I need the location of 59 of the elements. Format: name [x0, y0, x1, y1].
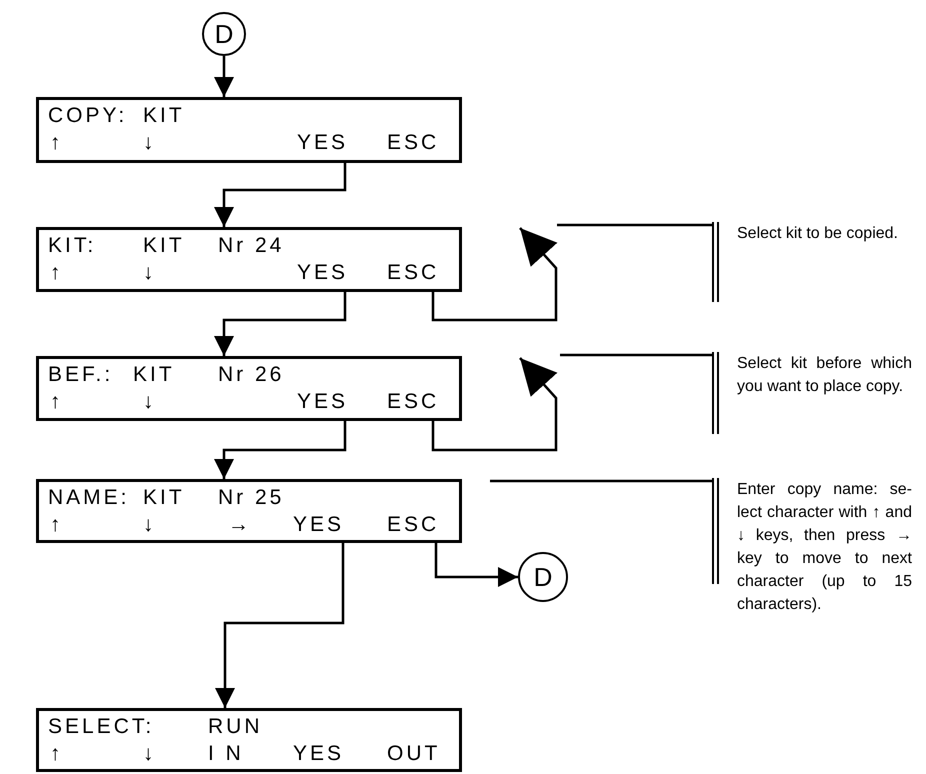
- note-text: Enter copy name: se- lect character with ↑ and ↓ keys, then press → key to move to next character (up to 15 characters).: [737, 480, 912, 615]
- display-text: RUN: [208, 715, 262, 739]
- display-text: Nr 26: [218, 363, 284, 387]
- display-text: ↑: [50, 261, 64, 285]
- display-screen-box: [36, 708, 462, 772]
- display-text: KIT: [133, 363, 175, 387]
- display-screen-box: [36, 356, 462, 421]
- display-text: YES: [297, 261, 348, 285]
- display-screen-box: [36, 97, 462, 163]
- display-text: I N: [208, 742, 244, 766]
- connector-letter: D: [214, 21, 234, 47]
- connector-letter: D: [534, 564, 552, 590]
- connector-circle: [202, 12, 246, 56]
- display-text: KIT: [143, 104, 185, 128]
- leader-line: [560, 354, 712, 356]
- return-arrow: [432, 227, 558, 322]
- display-text: ↓: [143, 742, 156, 766]
- display-text: ↓: [143, 131, 156, 155]
- leader-line: [490, 480, 712, 482]
- display-text: KIT: [143, 486, 185, 510]
- display-text: KIT:: [48, 234, 96, 258]
- flow-arrow: [214, 163, 346, 227]
- flow-arrow: [214, 56, 234, 97]
- display-text: YES: [293, 513, 344, 537]
- flow-arrow: [214, 421, 346, 479]
- display-text: COPY:: [48, 104, 128, 128]
- display-text: NAME:: [48, 486, 130, 510]
- display-text: ↑: [50, 513, 64, 537]
- display-text: ESC: [387, 513, 440, 537]
- note-text: Select kit before which you want to place copy.: [737, 354, 912, 397]
- display-text: SELECT:: [48, 715, 154, 739]
- display-text: OUT: [387, 742, 440, 766]
- display-text: YES: [297, 390, 348, 414]
- display-text: →: [228, 513, 252, 537]
- display-text: ESC: [387, 131, 440, 155]
- display-screen-box: [36, 227, 462, 292]
- display-text: ↑: [50, 131, 64, 155]
- display-text: KIT: [143, 234, 185, 258]
- flow-arrow: [215, 543, 344, 708]
- display-text: ESC: [387, 261, 440, 285]
- display-text: ↓: [143, 261, 156, 285]
- display-text: ↓: [143, 513, 156, 537]
- display-text: BEF.:: [48, 363, 114, 387]
- display-text: ↑: [50, 742, 64, 766]
- connector-circle: [518, 552, 568, 602]
- display-text: Nr 24: [218, 234, 284, 258]
- return-arrow: [432, 357, 558, 452]
- leader-line: [557, 224, 712, 226]
- display-text: ↓: [143, 390, 156, 414]
- note-text-block: [712, 352, 912, 434]
- flow-arrow: [434, 543, 518, 587]
- display-text: YES: [297, 131, 348, 155]
- display-text: YES: [293, 742, 344, 766]
- display-text: ↑: [50, 390, 64, 414]
- flow-arrow: [214, 292, 346, 356]
- display-text: Nr 25: [218, 486, 284, 510]
- note-text: Select kit to be copied.: [737, 224, 899, 244]
- display-text: ESC: [387, 390, 440, 414]
- display-screen-box: [36, 479, 462, 543]
